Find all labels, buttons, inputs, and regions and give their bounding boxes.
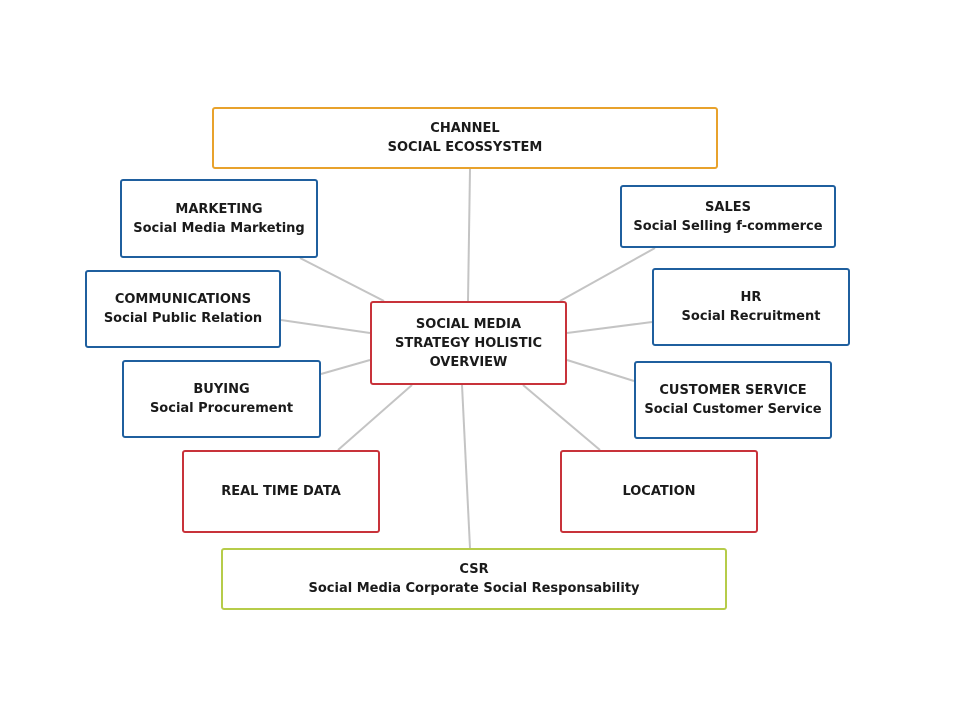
csr-subtitle: Social Media Corporate Social Responsabi… bbox=[308, 581, 640, 596]
center-line-1: SOCIAL MEDIA bbox=[415, 316, 522, 332]
channel-box: CHANNEL SOCIAL ECOSSYSTEM bbox=[212, 107, 718, 169]
connector-realtime bbox=[337, 384, 413, 451]
communications-subtitle: Social Public Relation bbox=[103, 311, 263, 326]
connector-csr bbox=[461, 384, 471, 549]
real-time-data-box: REAL TIME DATA bbox=[182, 450, 380, 533]
csr-title: CSR bbox=[459, 562, 489, 577]
hr-box: HR Social Recruitment bbox=[652, 268, 850, 346]
center-line-3: OVERVIEW bbox=[429, 354, 508, 370]
marketing-subtitle: Social Media Marketing bbox=[133, 220, 305, 236]
sales-title: SALES bbox=[705, 199, 751, 215]
location-title: LOCATION bbox=[622, 484, 696, 499]
connector-hr bbox=[566, 321, 653, 334]
connector-communications bbox=[280, 319, 371, 334]
connector-buying bbox=[320, 359, 371, 375]
marketing-box: MARKETING Social Media Marketing bbox=[120, 179, 318, 258]
location-box: LOCATION bbox=[560, 450, 758, 533]
csr-box: CSR Social Media Corporate Social Respon… bbox=[221, 548, 727, 610]
channel-title: CHANNEL bbox=[430, 121, 500, 136]
channel-subtitle: SOCIAL ECOSSYSTEM bbox=[387, 140, 543, 155]
connector-channel bbox=[467, 168, 471, 302]
connector-sales bbox=[559, 247, 656, 302]
sales-box: SALES Social Selling f-commerce bbox=[620, 185, 836, 248]
connector-customer-service bbox=[566, 359, 635, 382]
marketing-title: MARKETING bbox=[175, 201, 263, 217]
communications-title: COMMUNICATIONS bbox=[114, 292, 252, 307]
connector-location bbox=[522, 384, 601, 451]
customer-service-subtitle: Social Customer Service bbox=[644, 402, 822, 417]
connector-marketing bbox=[299, 257, 385, 302]
hr-subtitle: Social Recruitment bbox=[681, 309, 821, 324]
buying-title: BUYING bbox=[193, 382, 250, 397]
customer-service-box: CUSTOMER SERVICE Social Customer Service bbox=[634, 361, 832, 439]
real-time-data-title: REAL TIME DATA bbox=[221, 484, 341, 499]
buying-box: BUYING Social Procurement bbox=[122, 360, 321, 438]
center-box: SOCIAL MEDIA STRATEGY HOLISTIC OVERVIEW bbox=[370, 301, 567, 385]
hr-title: HR bbox=[740, 290, 762, 305]
customer-service-title: CUSTOMER SERVICE bbox=[659, 383, 807, 398]
sales-subtitle: Social Selling f-commerce bbox=[633, 218, 823, 234]
buying-subtitle: Social Procurement bbox=[149, 401, 294, 416]
communications-box: COMMUNICATIONS Social Public Relation bbox=[85, 270, 281, 348]
center-line-2: STRATEGY HOLISTIC bbox=[394, 335, 543, 351]
